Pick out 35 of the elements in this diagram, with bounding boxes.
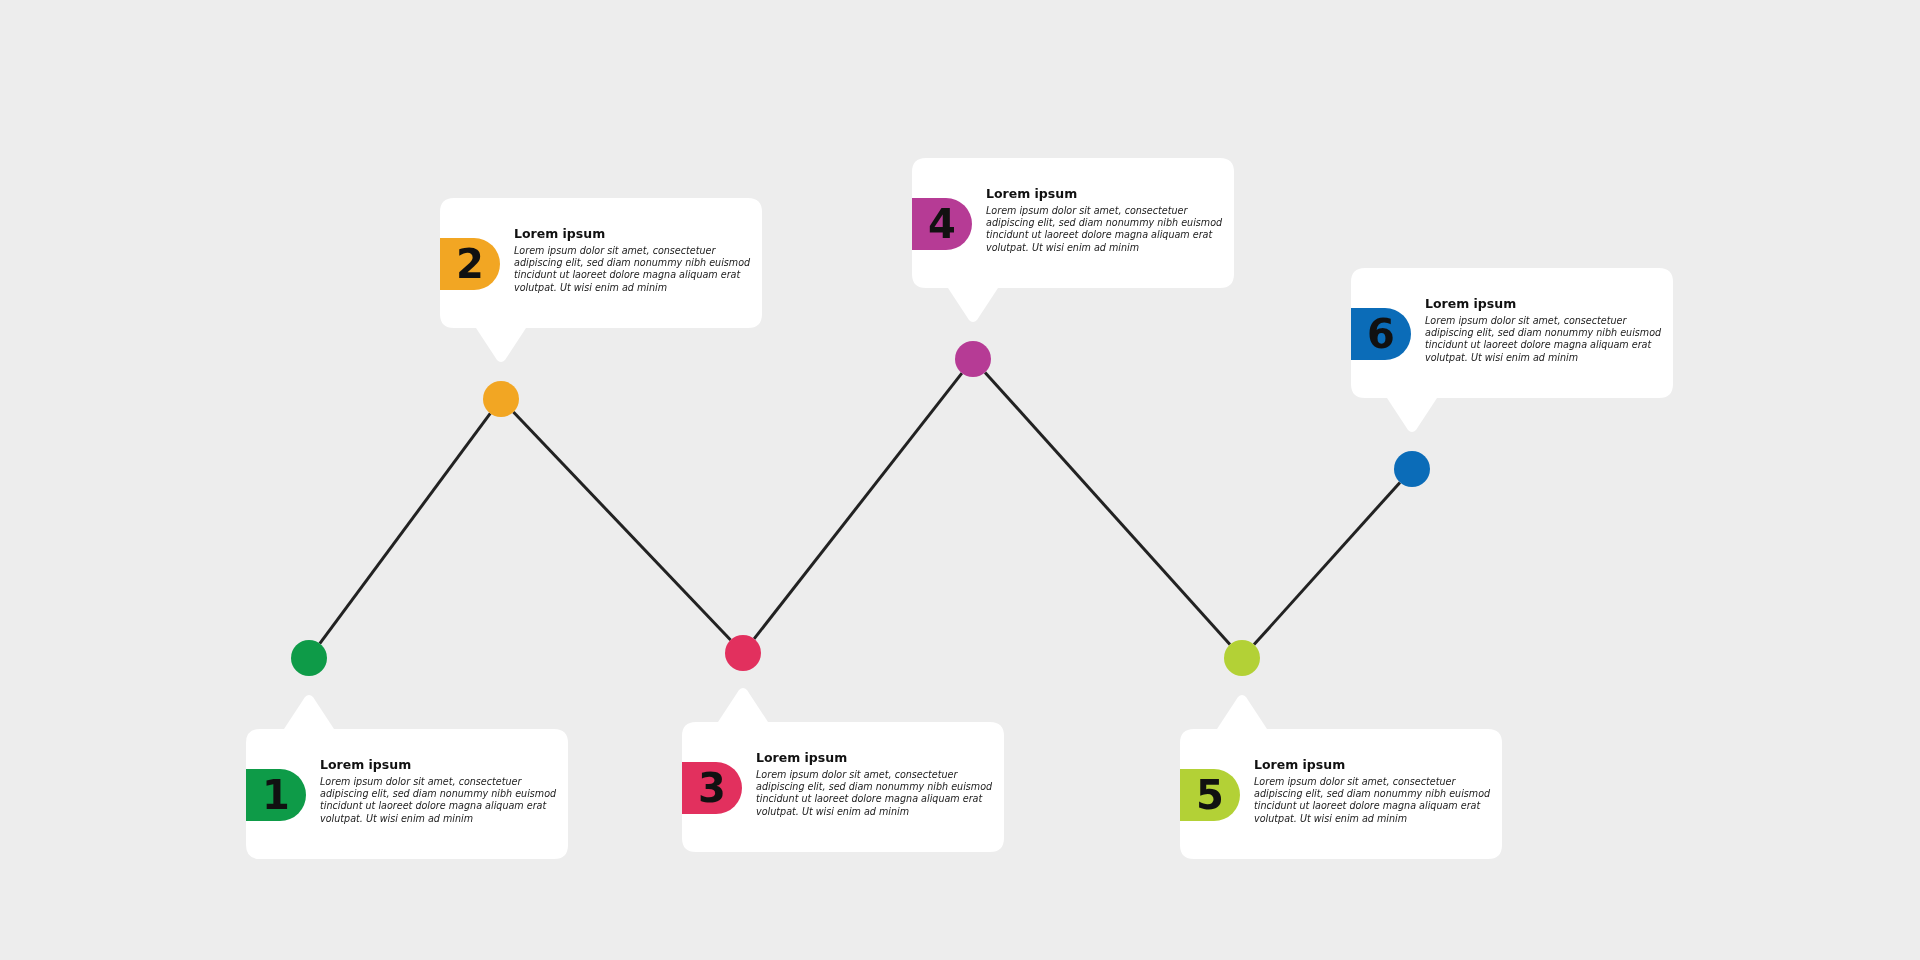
callout-card [440,198,762,364]
timeline-dot [725,635,761,671]
timeline-dot [955,341,991,377]
number-tab: 5 [1180,769,1240,821]
number-tab: 1 [246,769,306,821]
card-description: Lorem ipsum dolor sit amet, consectetuer adipiscing elit, sed diam nonummy nibh euismod tincidunt ut laoreet dolore magna aliquam erat volutpat. Ut wisi enim ad minim [756,769,994,818]
number-tab: 4 [912,198,972,250]
timeline-dot [291,640,327,676]
card-description: Lorem ipsum dolor sit amet, consectetuer adipiscing elit, sed diam nonummy nibh euismod tincidunt ut laoreet dolore magna aliquam erat volutpat. Ut wisi enim ad minim [986,205,1224,254]
card-description: Lorem ipsum dolor sit amet, consectetuer adipiscing elit, sed diam nonummy nibh euismod tincidunt ut laoreet dolore magna aliquam erat volutpat. Ut wisi enim ad minim [1425,315,1663,364]
card-heading: Lorem ipsum [756,750,848,765]
number-tab: 6 [1351,308,1411,360]
number-tab: 2 [440,238,500,290]
connector-line [318,412,492,645]
callout-card [1180,693,1502,859]
timeline-dot [1224,640,1260,676]
timeline-dot [1394,451,1430,487]
callout-card [682,686,1004,852]
callout-card [1351,268,1673,434]
timeline-dot [483,381,519,417]
card-heading: Lorem ipsum [320,757,412,772]
card-heading: Lorem ipsum [986,186,1078,201]
connector-line [1252,481,1402,646]
card-heading: Lorem ipsum [1254,757,1346,772]
card-heading: Lorem ipsum [1425,296,1517,311]
card-description: Lorem ipsum dolor sit amet, consectetuer adipiscing elit, sed diam nonummy nibh euismod tincidunt ut laoreet dolore magna aliquam erat volutpat. Ut wisi enim ad minim [1254,776,1492,825]
callout-card [912,158,1234,324]
card-description: Lorem ipsum dolor sit amet, consectetuer adipiscing elit, sed diam nonummy nibh euismod tincidunt ut laoreet dolore magna aliquam erat volutpat. Ut wisi enim ad minim [514,245,752,294]
card-description: Lorem ipsum dolor sit amet, consectetuer adipiscing elit, sed diam nonummy nibh euismod tincidunt ut laoreet dolore magna aliquam erat volutpat. Ut wisi enim ad minim [320,776,558,825]
connector-line [983,371,1232,646]
callout-card [246,693,568,859]
connector-line [512,411,732,641]
card-heading: Lorem ipsum [514,226,606,241]
connector-line [752,372,964,640]
number-tab: 3 [682,762,742,814]
